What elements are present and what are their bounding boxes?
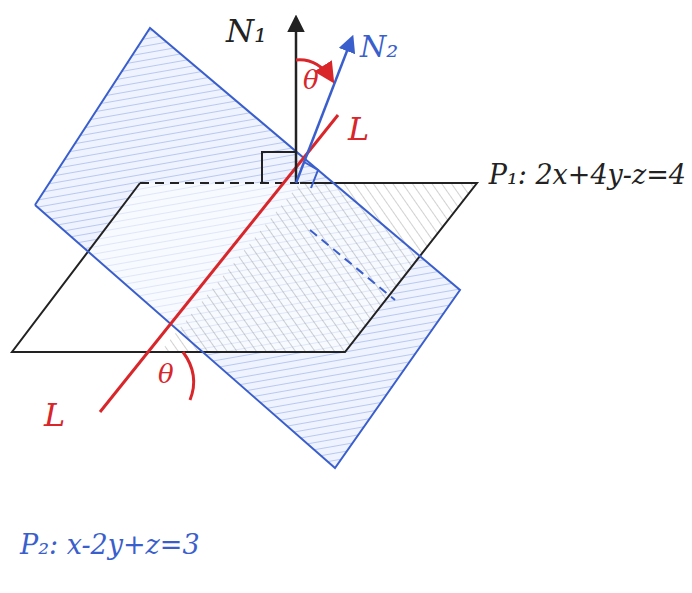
plane-p2-edge xyxy=(35,28,460,468)
angle-label: θ xyxy=(303,66,319,95)
normal-vector xyxy=(295,18,298,183)
hidden-edge xyxy=(310,230,395,300)
right-angle-mark xyxy=(262,152,296,183)
plane-p1-hatch xyxy=(160,183,477,352)
line-label: L xyxy=(44,398,65,433)
line-label: L xyxy=(348,112,369,147)
vector-label: N₁ xyxy=(226,14,267,49)
plane-p1-fill xyxy=(12,183,477,352)
angle-arc xyxy=(183,352,194,400)
plane-equation: P₁: 2x+4y-z=4 xyxy=(489,160,686,190)
hidden-edge xyxy=(140,182,300,184)
normal-vector xyxy=(296,38,352,183)
plane-equation: P₂: x-2y+z=3 xyxy=(20,530,200,560)
right-angle-mark xyxy=(304,162,318,188)
vector-label: N₂ xyxy=(360,30,398,63)
intersection-line xyxy=(100,115,338,412)
angle-label: θ xyxy=(158,360,174,389)
plane-p1-edge xyxy=(12,183,477,352)
